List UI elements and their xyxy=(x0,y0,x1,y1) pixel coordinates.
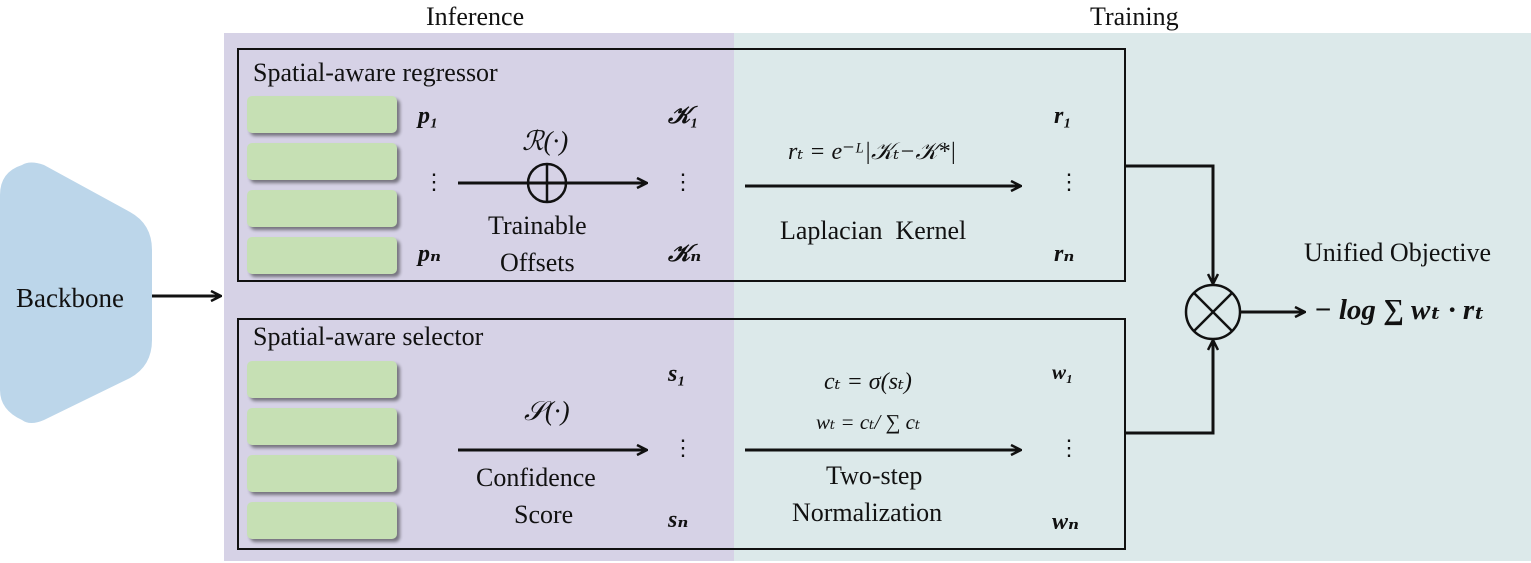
regressor-feature-bar xyxy=(247,143,397,180)
selector-feature-bar xyxy=(247,455,397,492)
regressor-feature-bar xyxy=(247,237,397,274)
p-dots: ⋮ xyxy=(423,169,445,194)
k-first-label: 𝒦₁ xyxy=(668,103,699,129)
selector-operator: 𝒮(·) xyxy=(524,396,570,426)
objective-formula: − log ∑ wₜ · rₜ xyxy=(1314,294,1485,326)
selector-feature-bar xyxy=(247,408,397,445)
selector-feature-bar xyxy=(247,361,397,398)
offsets-caption-line1: Trainable xyxy=(488,211,587,240)
training-header: Training xyxy=(1090,2,1179,31)
training-region xyxy=(734,33,1531,561)
normalization-caption-line1: Two-step xyxy=(826,461,923,490)
inference-header: Inference xyxy=(426,2,525,31)
s-last-label: sₙ xyxy=(668,507,689,533)
selector-feature-bar xyxy=(247,502,397,539)
k-dots: ⋮ xyxy=(672,169,694,194)
r-last-label: rₙ xyxy=(1054,241,1075,267)
w-dots: ⋮ xyxy=(1058,435,1080,460)
r-first-label: r₁ xyxy=(1054,103,1072,129)
otimes-icon-b xyxy=(1193,292,1233,332)
regressor-operator: ℛ(·) xyxy=(522,126,569,156)
score-caption-line2: Score xyxy=(514,500,574,529)
score-caption-line1: Confidence xyxy=(476,463,596,492)
kernel-caption: Laplacian Kernel xyxy=(780,216,967,245)
kernel-equation: rₜ = e⁻ᴸ|𝒦ₜ−𝒦*| xyxy=(788,139,957,165)
regressor-feature-bar xyxy=(247,96,397,133)
k-last-label: 𝒦ₙ xyxy=(668,241,702,267)
objective-title: Unified Objective xyxy=(1304,238,1491,267)
regressor-box xyxy=(237,48,1126,282)
regressor-feature-bar xyxy=(247,190,397,227)
backbone-label: Backbone xyxy=(16,283,124,313)
s-first-label: s₁ xyxy=(668,361,686,387)
s-dots: ⋮ xyxy=(672,435,694,460)
r-dots: ⋮ xyxy=(1058,169,1080,194)
selector-box xyxy=(237,318,1126,550)
normalization-equation: wₜ = cₜ/ ∑ cₜ xyxy=(816,410,921,434)
regressor-title: Spatial-aware regressor xyxy=(253,58,498,87)
p-last-label: pₙ xyxy=(418,241,441,267)
p-first-label: p₁ xyxy=(418,103,439,129)
selector-to-product-line xyxy=(1124,341,1213,435)
backbone-shape xyxy=(0,162,152,423)
confidence-equation: cₜ = σ(sₜ) xyxy=(824,369,912,395)
regressor-to-product-line xyxy=(1124,164,1213,283)
selector-title: Spatial-aware selector xyxy=(253,322,484,351)
offsets-caption-line2: Offsets xyxy=(500,248,575,277)
w-last-label: wₙ xyxy=(1052,509,1079,535)
w-first-label: w₁ xyxy=(1052,360,1074,384)
normalization-caption-line2: Normalization xyxy=(792,498,943,527)
